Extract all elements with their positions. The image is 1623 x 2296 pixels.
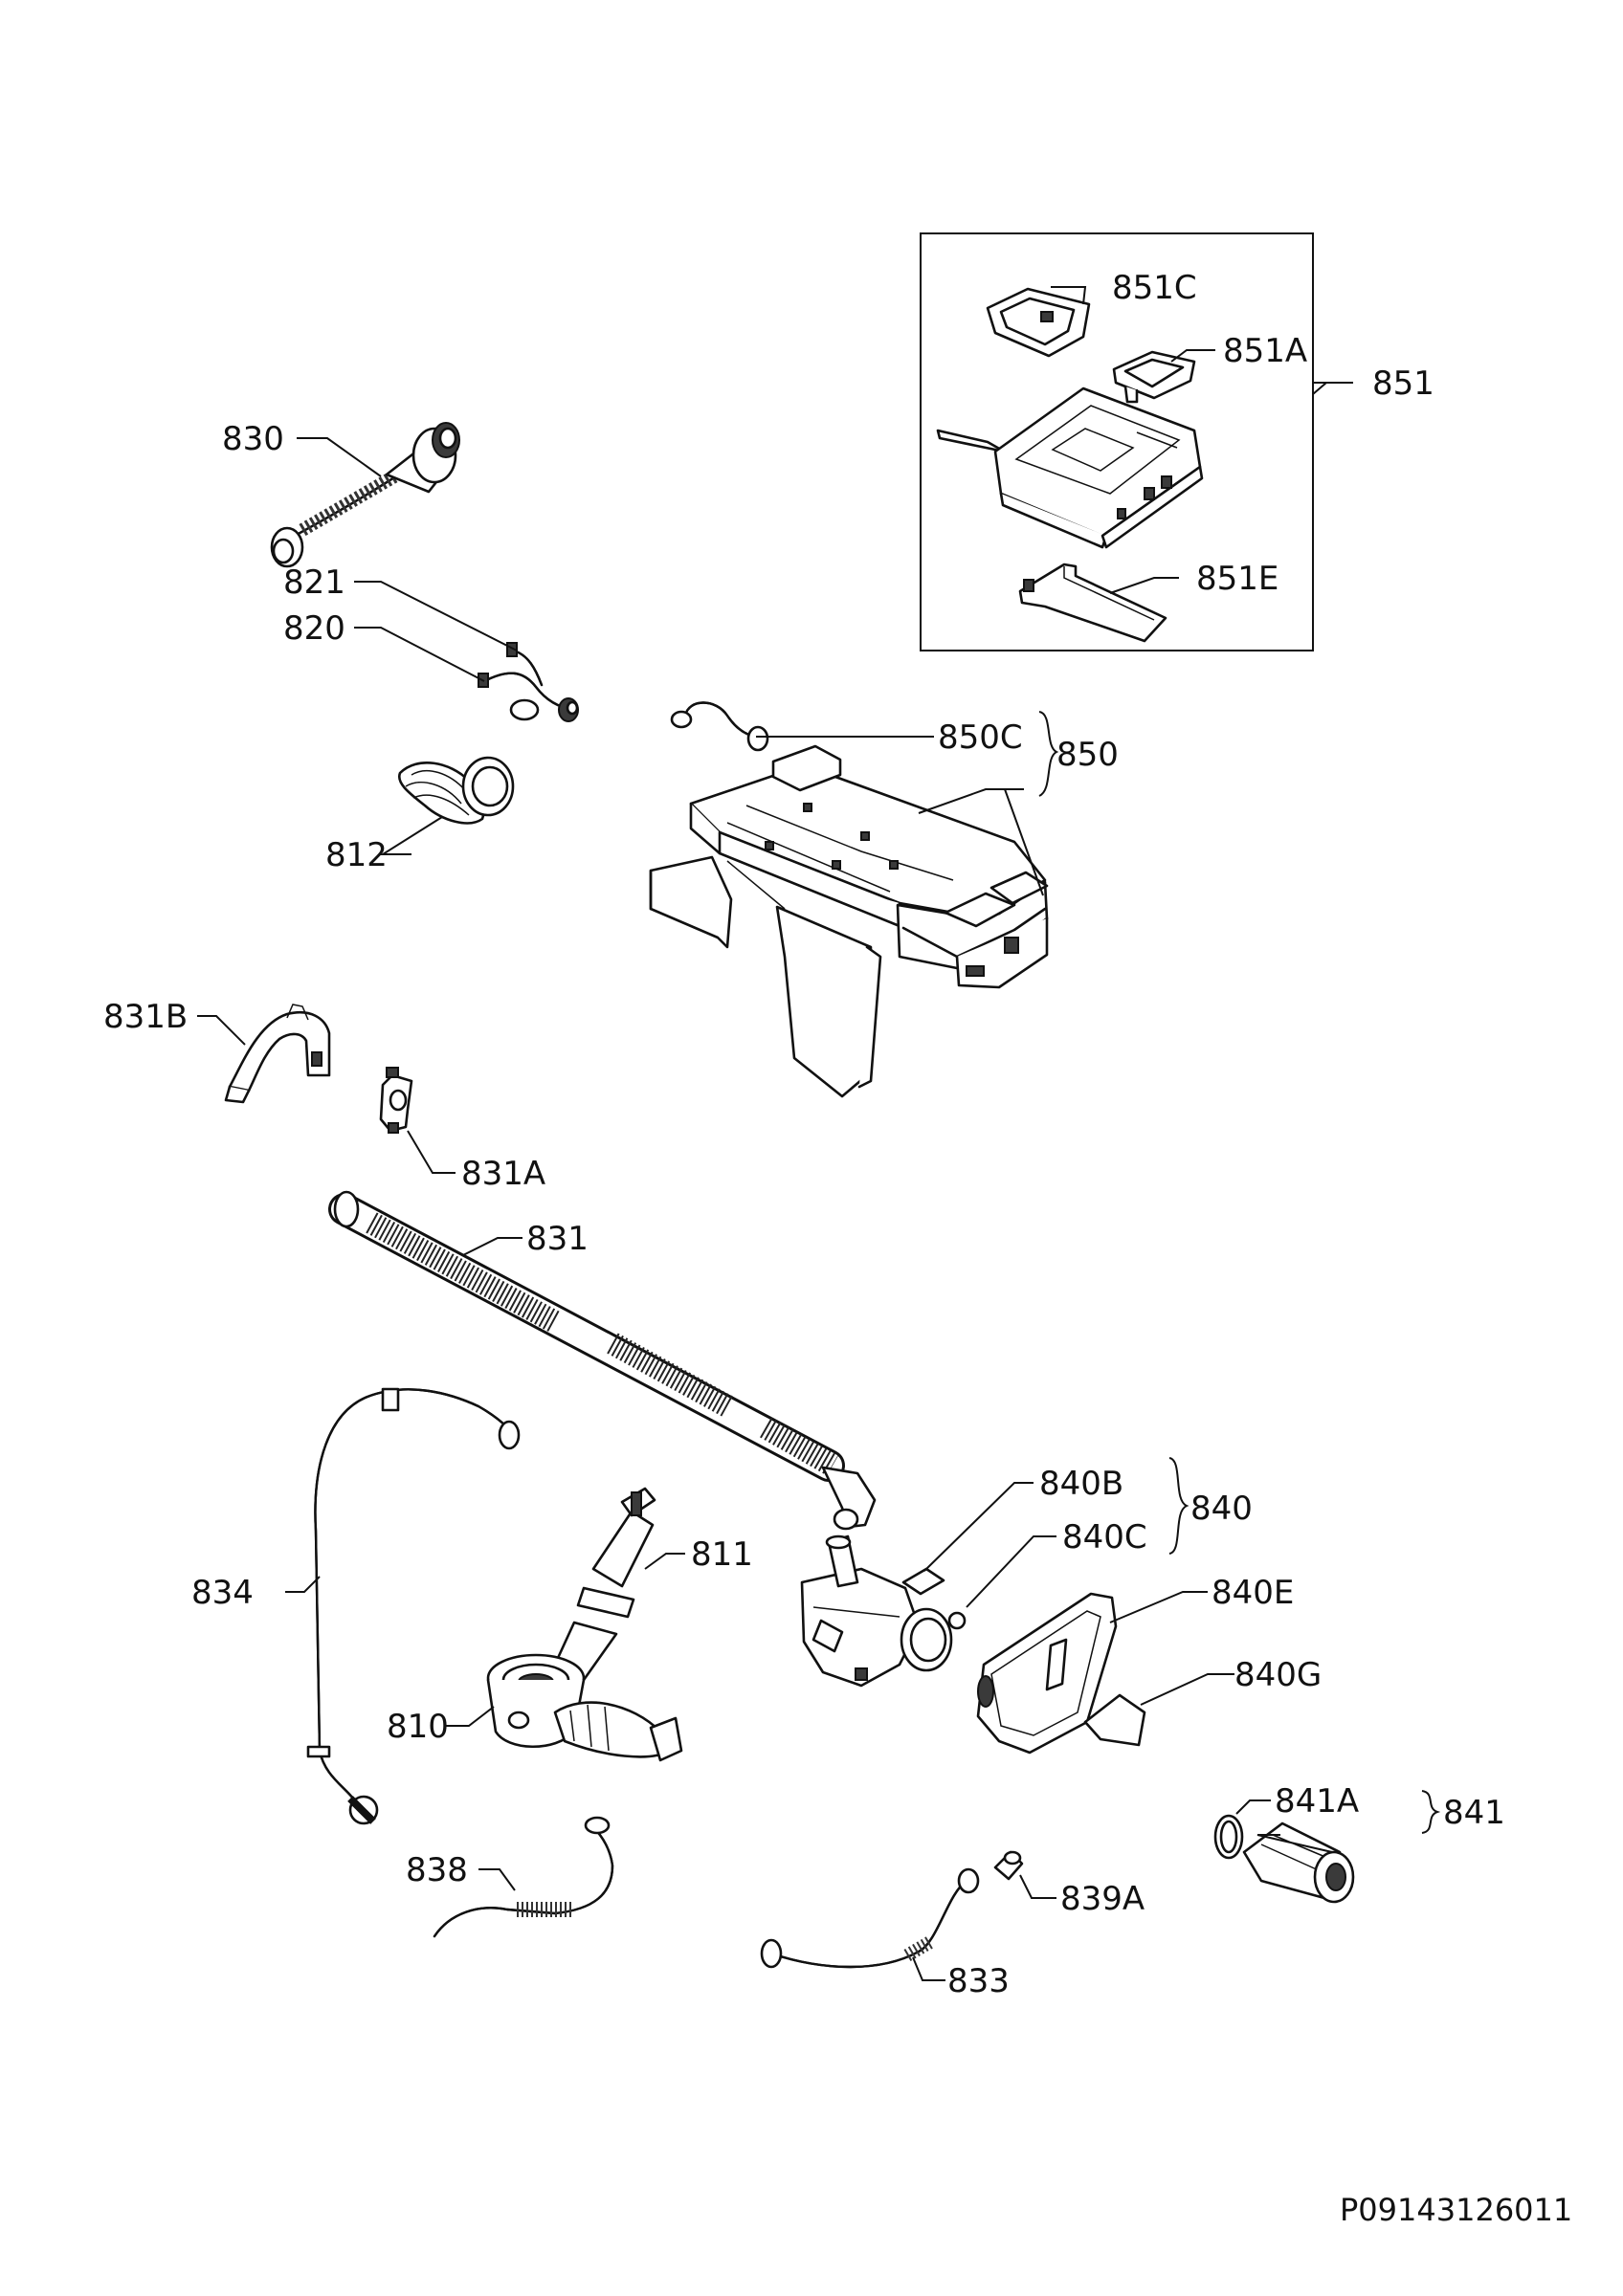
part-834-hose (306, 1387, 521, 1825)
label-838: 838 (406, 1851, 468, 1889)
label-841: 841 (1443, 1794, 1505, 1832)
part-821-820-hoses (478, 642, 579, 722)
leader-lines (197, 286, 1353, 1981)
dispenser-drawer-kit-851 (920, 232, 1314, 651)
grouping-braces (1038, 711, 1441, 1834)
part-850-dispenser-housing (649, 744, 1049, 1098)
label-820: 820 (283, 609, 345, 648)
label-812: 812 (325, 836, 388, 874)
part-851E-siphon-tray (1018, 563, 1167, 643)
label-831: 831 (526, 1220, 589, 1258)
part-811-tube (551, 1487, 656, 1682)
part-831B-hose-hook (224, 1004, 331, 1104)
label-840: 840 (1190, 1490, 1253, 1528)
part-labels: 830 821 820 812 851C 851A 851 851E 850C … (103, 269, 1572, 2228)
label-811: 811 (691, 1535, 753, 1574)
label-839A: 839A (1060, 1880, 1145, 1918)
label-851E: 851E (1196, 560, 1278, 598)
label-840B: 840B (1039, 1465, 1123, 1503)
part-830-inlet-valve-hose (270, 422, 460, 568)
part-831-drain-hose (328, 1190, 877, 1531)
part-850C-hose (670, 701, 769, 752)
label-851: 851 (1372, 364, 1434, 403)
label-850: 850 (1056, 736, 1119, 774)
label-834: 834 (191, 1574, 254, 1612)
diagram-code: P09143126011 (1340, 2192, 1572, 2228)
label-841A: 841A (1275, 1782, 1359, 1821)
part-841-filter (1213, 1814, 1355, 1904)
label-850C: 850C (938, 718, 1023, 757)
part-840G-flap (1083, 1693, 1146, 1747)
part-833-hose (760, 1867, 980, 1969)
label-840E: 840E (1212, 1574, 1294, 1612)
label-851C: 851C (1112, 269, 1197, 307)
part-840-drain-pump (800, 1534, 967, 1688)
label-821: 821 (283, 563, 345, 602)
part-810-sump (486, 1653, 683, 1762)
part-831A-clip (379, 1067, 413, 1134)
part-812-bellows-hose (397, 756, 515, 825)
label-831A: 831A (461, 1155, 545, 1193)
label-830: 830 (222, 420, 284, 458)
part-851A-insert (1112, 350, 1196, 404)
part-851C-tray (986, 287, 1091, 358)
label-831B: 831B (103, 998, 188, 1036)
part-851-drawer (936, 386, 1204, 549)
label-840G: 840G (1234, 1656, 1322, 1694)
part-838-hose (433, 1816, 614, 1938)
part-839A-fitting (993, 1850, 1024, 1881)
label-851A: 851A (1223, 332, 1307, 370)
label-810: 810 (387, 1708, 449, 1746)
part-840E-pump-cover (976, 1592, 1118, 1755)
label-840C: 840C (1062, 1518, 1147, 1556)
label-833: 833 (947, 1962, 1010, 2000)
kit-frame-851 (920, 232, 1314, 651)
